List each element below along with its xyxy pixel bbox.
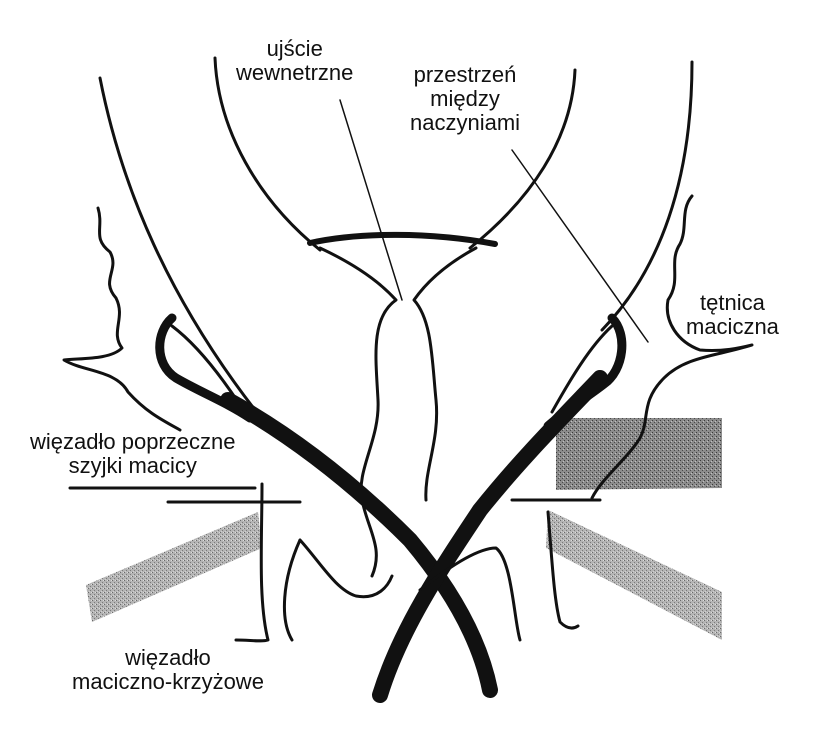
label-uterosacral-line-1: więzadło — [125, 645, 211, 670]
left-lower-vertical — [234, 482, 270, 643]
right-outer-wall — [600, 60, 694, 332]
label-internal-os: ujście wewnetrzne — [236, 37, 353, 85]
label-uterine-artery: tętnica maciczna — [686, 291, 779, 339]
label-internal-os-line-2: wewnetrzne — [236, 60, 354, 85]
label-uterosacral-ligament: więzadło maciczno-krzyżowe — [72, 646, 264, 694]
label-transverse-line-1: więzadło poprzeczne — [30, 429, 236, 454]
label-vascular-space: przestrzeń między naczyniami — [410, 63, 520, 135]
left-artery-inner — [170, 324, 240, 404]
label-internal-os-line-1: ujście — [266, 36, 323, 61]
leader-vascular-space — [511, 149, 649, 343]
label-uterine-artery-line-1: tętnica — [700, 290, 765, 315]
left-outer-wall — [98, 76, 257, 412]
uterus-left-contour — [213, 56, 322, 252]
left-wavy-contour — [62, 206, 182, 432]
label-vascular-space-line-1: przestrzeń — [413, 62, 517, 87]
right-wavy-contour — [590, 194, 754, 500]
right-artery-inner — [550, 324, 614, 414]
label-uterosacral-line-2: maciczno-krzyżowe — [72, 669, 264, 694]
label-transverse-cervical-ligament: więzadło poprzeczne szyjki macicy — [30, 430, 235, 478]
uterine-fundus-band — [307, 231, 498, 247]
right-descending-vessel — [372, 370, 608, 703]
cervical-canal-left — [318, 246, 398, 578]
label-vascular-space-line-2: między — [430, 86, 500, 111]
left-lower-loop — [283, 538, 394, 642]
left-uterosacral-band — [86, 512, 262, 622]
leader-internal-os — [339, 99, 403, 301]
right-uterosacral-band — [546, 510, 722, 640]
left-descending-vessel — [220, 392, 498, 698]
cervical-canal-right — [412, 246, 478, 502]
right-lower-vertical — [546, 510, 580, 630]
right-cardinal-band — [556, 418, 722, 490]
uterus-right-contour — [468, 68, 577, 250]
label-vascular-space-line-3: naczyniami — [410, 110, 521, 135]
label-uterine-artery-line-2: maciczna — [686, 314, 779, 339]
center-lower-loop — [418, 546, 522, 642]
label-transverse-line-2: szyjki macicy — [68, 453, 197, 478]
